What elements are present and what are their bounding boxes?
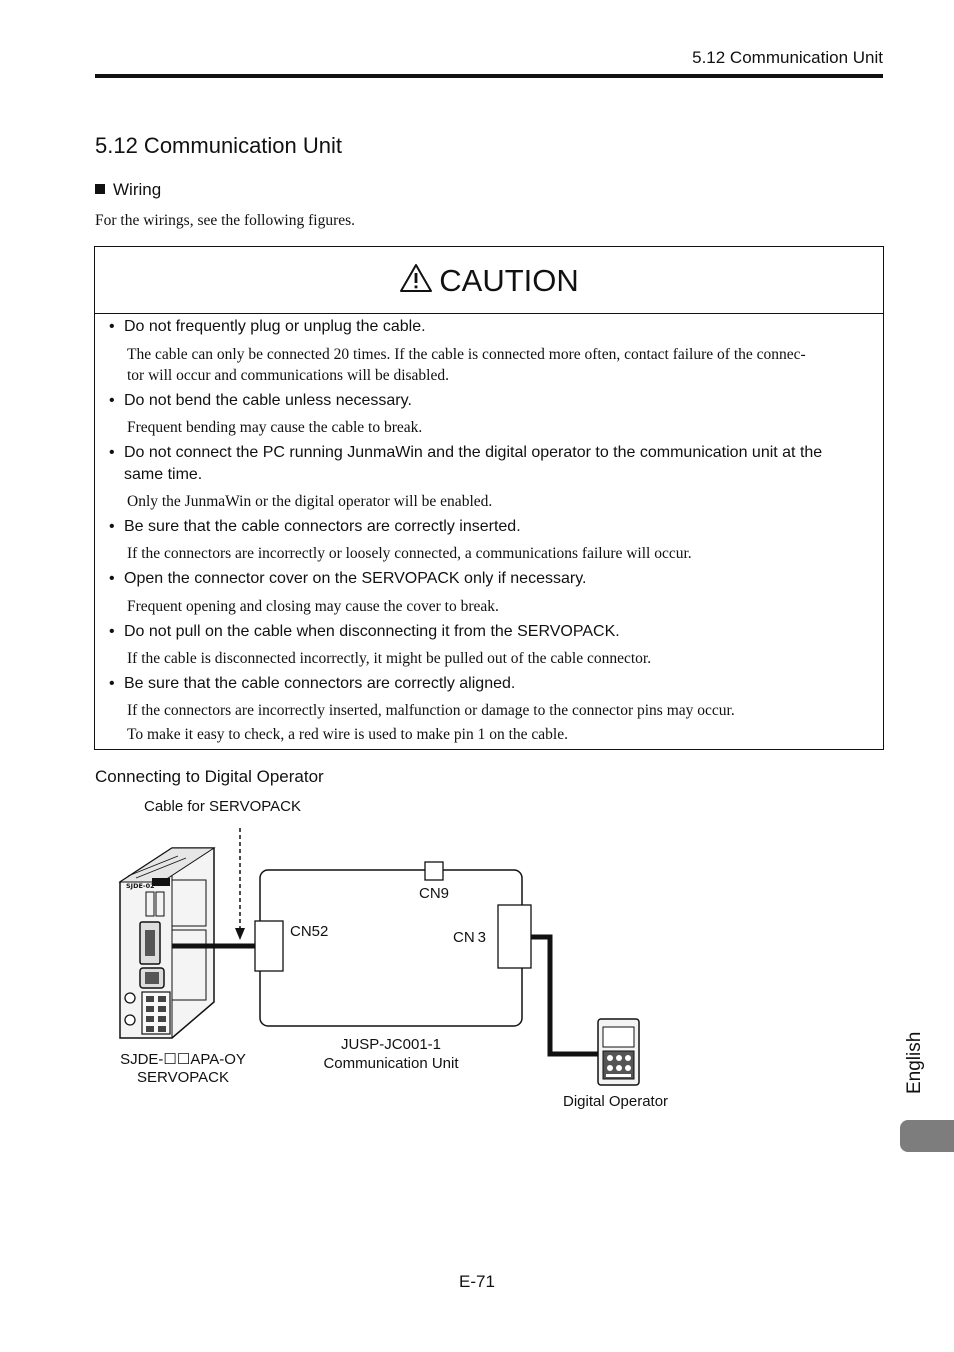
servopack-model-label: SJDE-☐☐APA-OY (120, 1051, 246, 1068)
cn3-label: CN 3 (453, 929, 487, 946)
servopack-device: SJDE-02 (118, 847, 216, 1039)
unit-name-label: Communication Unit (323, 1055, 459, 1072)
caution-box: CAUTION •Do not frequently plug or unplu… (94, 246, 884, 750)
caution-item: •Be sure that the cable connectors are c… (109, 673, 869, 695)
intro-text: For the wirings, see the following figur… (95, 212, 356, 229)
caution-item: •Do not frequently plug or unplug the ca… (109, 316, 869, 338)
caution-title-text: CAUTION (439, 263, 579, 298)
subheading-text: Wiring (113, 180, 162, 199)
caution-item-heading: Do not frequently plug or unplug the cab… (124, 318, 426, 335)
caution-item-note: tor will occur and communications will b… (127, 367, 449, 384)
caution-item-heading: Do not connect the PC running JunmaWin a… (124, 444, 823, 461)
diagram-title: Connecting to Digital Operator (95, 767, 324, 786)
cn52-port (254, 920, 284, 972)
caution-item-note: If the connectors are incorrectly insert… (127, 702, 735, 719)
language-side-tab (900, 1120, 954, 1152)
section-title: 5.12 Communication Unit (95, 133, 343, 158)
unit-model-label: JUSP-JC001-1 (340, 1036, 442, 1053)
caution-item-note: If the connectors are incorrectly or loo… (127, 545, 692, 562)
operator-cable (531, 934, 598, 1057)
caution-item: •Be sure that the cable connectors are c… (109, 516, 869, 538)
caution-item-heading-line2: same time. (124, 466, 203, 483)
running-header: 5.12 Communication Unit (692, 48, 883, 67)
caution-item-note: The cable can only be connected 20 times… (127, 346, 806, 363)
caution-item-continuation: same time. (109, 464, 869, 486)
cn9-label: CN9 (419, 885, 450, 902)
caution-item: •Do not connect the PC running JunmaWin … (109, 442, 869, 464)
digital-operator-device (597, 1018, 640, 1086)
square-bullet-icon (95, 184, 105, 194)
caution-item-heading: Do not pull on the cable when disconnect… (124, 623, 620, 640)
header-rule (95, 74, 883, 78)
operator-label: Digital Operator (563, 1093, 669, 1110)
cable-label: Cable for SERVOPACK (144, 798, 302, 815)
caution-item-note: Frequent opening and closing may cause t… (127, 598, 499, 615)
subheading: Wiring (95, 180, 161, 200)
cn3-port (497, 904, 532, 969)
caution-item-heading: Do not bend the cable unless necessary. (124, 392, 412, 409)
cable-pointer-arrow (235, 828, 245, 940)
warning-triangle-icon (400, 264, 433, 292)
caution-header: CAUTION (95, 247, 883, 314)
caution-item-note: If the cable is disconnected incorrectly… (127, 650, 652, 667)
communication-unit-body (259, 869, 523, 1027)
caution-item-note: To make it easy to check, a red wire is … (127, 726, 568, 743)
caution-item-note: Frequent bending may cause the cable to … (127, 419, 423, 436)
caution-item-heading: Be sure that the cable connectors are co… (124, 675, 516, 692)
language-side-label: English (904, 1031, 925, 1094)
device-marking: SJDE-02 (126, 882, 155, 890)
caution-item-note: Only the JunmaWin or the digital operato… (127, 493, 493, 510)
caution-item: •Do not pull on the cable when disconnec… (109, 621, 869, 643)
caution-title: CAUTION (95, 263, 883, 299)
cn52-label: CN52 (290, 923, 329, 940)
servopack-name-label: SERVOPACK (137, 1069, 229, 1086)
caution-item: •Do not bend the cable unless necessary. (109, 390, 869, 412)
cn9-port (424, 861, 444, 881)
caution-item-heading: Be sure that the cable connectors are co… (124, 518, 521, 535)
caution-item: •Open the connector cover on the SERVOPA… (109, 568, 869, 590)
page-number: E-71 (459, 1272, 495, 1291)
caution-item-heading: Open the connector cover on the SERVOPAC… (124, 570, 587, 587)
